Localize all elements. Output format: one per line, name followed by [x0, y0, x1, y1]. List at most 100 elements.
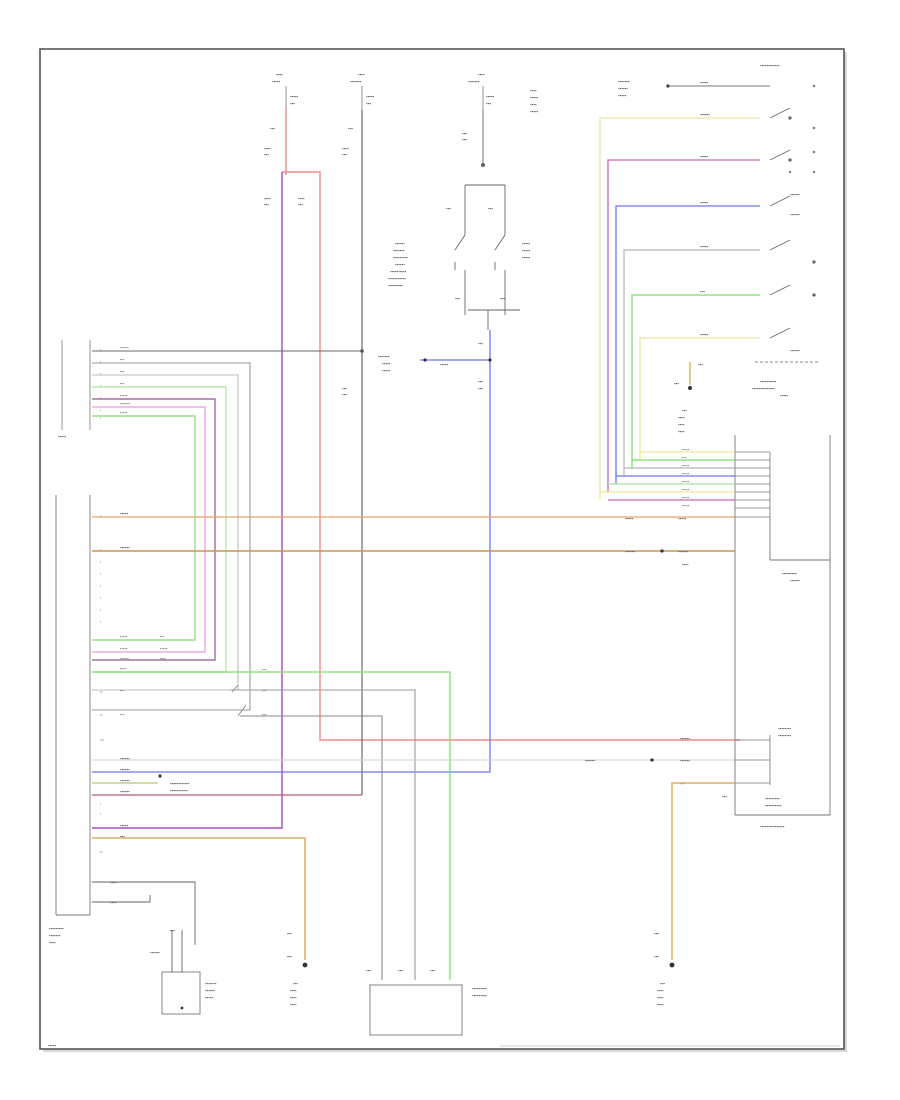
svg-text:▪▪▪▪▪: ▪▪▪▪▪: [700, 80, 709, 85]
wire-label: ▪▪▪: [366, 968, 371, 973]
ecu-label-1: ▪▪▪▪▪▪▪▪▪: [49, 926, 64, 931]
svg-text:▪: ▪: [100, 396, 102, 400]
svg-text:▪▪▪: ▪▪▪: [262, 712, 267, 717]
svg-text:▪: ▪: [100, 812, 102, 816]
wire-label: ▪▪▪: [654, 954, 659, 959]
svg-text:▪▪▪▪: ▪▪▪▪: [678, 422, 685, 427]
wire-label: ▪▪▪▪▪▪: [120, 789, 130, 794]
wire-label: ▪▪▪▪▪▪: [678, 549, 688, 554]
component-label: ▪▪▪▪▪▪▪▪▪▪▪: [170, 788, 188, 793]
ecu-label-2: ▪▪▪▪▪▪▪: [49, 933, 61, 938]
svg-text:▪▪▪▪▪▪: ▪▪▪▪▪▪: [618, 86, 628, 91]
component-label: ▪▪▪▪▪: [382, 368, 391, 373]
wire-label: ▪▪▪▪: [342, 146, 349, 151]
svg-text:▪▪▪▪▪: ▪▪▪▪▪: [682, 479, 690, 484]
svg-text:▪▪▪▪▪: ▪▪▪▪▪: [120, 393, 128, 398]
ecu-pin-numbers: ▪▪▪ ▪▪▪ ▪ ▪▪ ▪▪▪ ▪▪▪ ▪▪▪▪ ▪▪▪ ▪▪▪▪: [100, 348, 105, 854]
switch-connector-wires: [600, 451, 735, 501]
svg-text:▪▪▪▪▪: ▪▪▪▪▪: [700, 200, 709, 205]
connector-pin: [423, 358, 427, 362]
wire-label: ▪▪▪▪▪▪: [120, 756, 130, 761]
svg-text:▪▪▪▪▪▪: ▪▪▪▪▪▪: [120, 656, 129, 661]
wire-gray-tr1: [230, 689, 416, 980]
component-label: ▪▪▪▪▪▪▪▪▪: [472, 993, 487, 998]
wire-label: ▪▪▪▪▪: [678, 516, 687, 521]
svg-text:▪▪▪: ▪▪▪: [674, 381, 679, 386]
component-label: ▪▪▪▪▪▪▪: [378, 354, 390, 359]
svg-text:▪▪▪: ▪▪▪: [120, 381, 125, 386]
svg-text:▪▪▪: ▪▪▪: [486, 101, 491, 106]
ground-label: ▪▪▪▪: [290, 995, 297, 1000]
svg-text:▪: ▪: [100, 608, 102, 612]
wire-tan-ground-left: [92, 837, 306, 960]
wire-green-1: [92, 415, 196, 641]
svg-text:▪▪: ▪▪: [100, 690, 103, 694]
svg-text:▪▪▪▪▪: ▪▪▪▪▪: [682, 471, 690, 476]
brake-switch-assembly: [454, 110, 520, 330]
component-label: ▪▪▪▪▪: [205, 995, 214, 1000]
switch-label: ▪▪▪▪▪▪▪▪▪▪: [390, 269, 407, 274]
switch-label: ▪▪▪▪▪▪▪▪▪▪▪: [388, 276, 406, 281]
wire-label: ▪▪▪: [398, 968, 403, 973]
svg-text:▪▪▪▪▪: ▪▪▪▪▪: [682, 495, 690, 500]
wire-label: ▪▪▪: [488, 206, 493, 211]
svg-text:▪▪▪▪: ▪▪▪▪: [358, 72, 365, 77]
svg-text:▪▪▪▪: ▪▪▪▪: [160, 656, 166, 661]
svg-text:▪▪▪: ▪▪▪: [348, 126, 353, 131]
svg-text:▪: ▪: [100, 584, 102, 588]
svg-text:▪▪▪▪▪▪▪: ▪▪▪▪▪▪▪: [618, 79, 630, 84]
wire-label: ▪▪▪▪: [264, 196, 271, 201]
ground-label: ▪▪▪: [660, 981, 665, 986]
ecu-upper-wire-labels: ▪▪▪▪▪▪ ▪▪▪ ▪▪▪ ▪▪▪ ▪▪▪▪▪ ▪▪▪▪▪▪▪ ▪▪▪▪▪: [120, 345, 131, 415]
svg-text:▪▪▪▪▪: ▪▪▪▪▪: [530, 109, 539, 114]
switch-label: ▪▪▪▪▪▪: [395, 241, 405, 246]
wire-label: ▪▪▪▪▪▪: [680, 758, 690, 763]
wire-label: ▪▪▪▪▪▪: [120, 778, 130, 783]
svg-text:▪▪▪▪: ▪▪▪▪: [530, 102, 537, 107]
connector-label: ▪▪▪: [722, 794, 727, 799]
wire-label: ▪▪▪▪▪▪: [150, 950, 160, 955]
component-label: ▪▪▪▪▪▪▪▪▪: [472, 986, 487, 991]
wire-label: ▪▪▪▪▪: [625, 516, 634, 521]
ground-label: ▪▪▪▪: [290, 1002, 297, 1007]
svg-text:▪: ▪: [100, 514, 102, 518]
svg-text:▪: ▪: [100, 596, 102, 600]
svg-text:▪▪▪: ▪▪▪: [262, 667, 267, 672]
ground-label: ▪▪▪: [293, 981, 298, 986]
svg-text:▪▪▪▪▪▪▪: ▪▪▪▪▪▪▪: [350, 79, 362, 84]
switch-label: ▪▪▪▪▪▪▪: [393, 248, 405, 253]
svg-text:▪▪▪▪: ▪▪▪▪: [276, 72, 283, 77]
svg-text:▪: ▪: [100, 384, 102, 388]
wire-label: ▪▪▪▪: [110, 880, 117, 885]
svg-text:▪▪▪: ▪▪▪: [366, 101, 371, 106]
wire-label: ▪▪▪: [455, 296, 460, 301]
svg-text:▪▪▪▪: ▪▪▪▪: [478, 72, 485, 77]
switch-label: ▪▪▪▪▪: [522, 248, 531, 253]
wire-label: ▪▪▪: [342, 392, 347, 397]
wire-sensor-2: [92, 895, 151, 903]
svg-text:▪▪▪▪▪▪▪▪▪▪▪▪▪▪: ▪▪▪▪▪▪▪▪▪▪▪▪▪▪: [752, 386, 775, 391]
ground-point: [302, 962, 308, 968]
wire-label: ▪▪▪: [287, 954, 292, 959]
component-label: ▪▪▪▪▪▪▪▪▪▪▪▪: [170, 781, 190, 786]
fuse-feed-2: ▪▪▪▪ ▪▪▪▪▪▪▪ ▪▪▪▪▪ ▪▪▪ ▪▪▪: [348, 72, 375, 131]
svg-text:▪▪▪▪▪: ▪▪▪▪▪: [682, 463, 690, 468]
svg-text:▪▪▪▪▪▪▪▪: ▪▪▪▪▪▪▪▪: [778, 733, 791, 738]
wire-red-main: [282, 171, 740, 741]
svg-text:▪▪▪: ▪▪▪: [100, 738, 105, 742]
svg-text:▪▪▪: ▪▪▪: [682, 408, 687, 413]
switch-panel: ▪▪▪▪▪▪▪▪▪▪▪▪ ▪▪▪▪▪▪▪ ▪▪▪▪▪▪ ▪▪▪▪▪ ▪▪▪▪▪ …: [599, 63, 820, 500]
svg-text:▪▪▪▪▪: ▪▪▪▪▪: [780, 393, 789, 398]
wire-label: ▪▪▪▪▪▪: [120, 767, 130, 772]
svg-text:▪▪▪▪▪: ▪▪▪▪▪: [160, 646, 168, 651]
svg-text:▪▪▪▪▪: ▪▪▪▪▪: [682, 503, 690, 508]
wire-label: ▪▪▪: [446, 206, 451, 211]
wire-label: ▪▪▪▪▪: [120, 511, 129, 516]
connector-pin: [158, 774, 162, 778]
diagram-frame: [39, 48, 845, 1050]
svg-text:▪▪▪: ▪▪▪: [700, 289, 705, 294]
svg-text:▪: ▪: [100, 560, 102, 564]
svg-text:▪▪▪▪: ▪▪▪▪: [120, 666, 126, 671]
wire-label: ▪▪▪: [120, 834, 125, 839]
